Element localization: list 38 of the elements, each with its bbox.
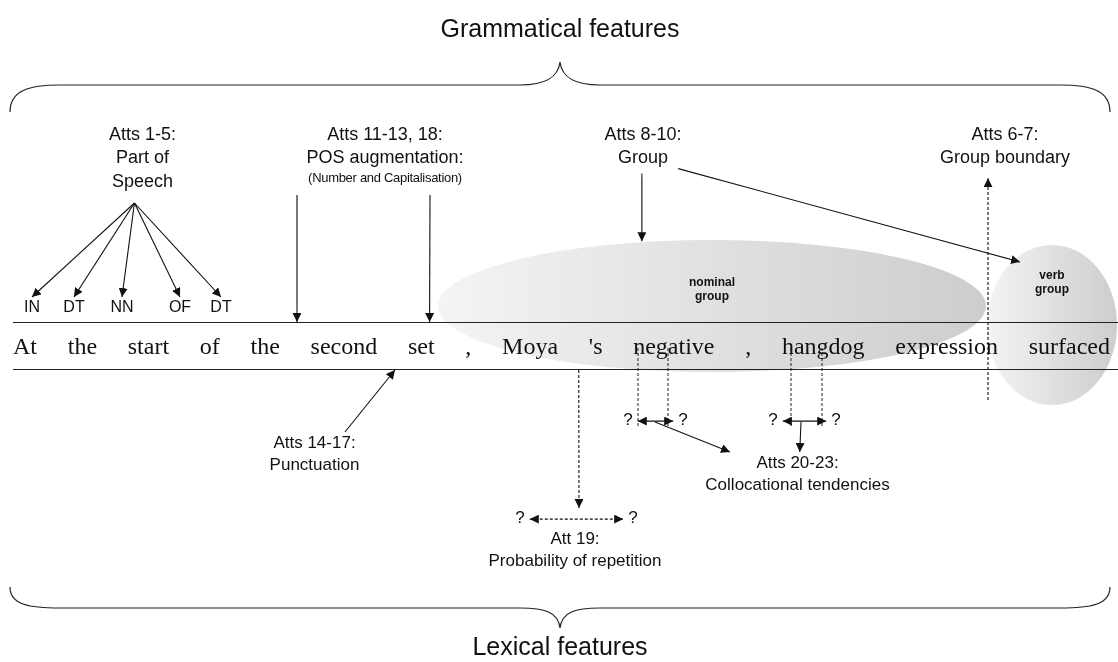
annotation-text: Atts 6-7: Group boundary	[925, 123, 1085, 171]
dashed-arrow	[983, 177, 993, 401]
arrow	[425, 194, 435, 323]
dashed-double-arrow	[529, 514, 624, 524]
arrow	[654, 421, 731, 453]
sentence-band: At the start of the second set , Moya 's negative , hangdog expression surfaced	[13, 322, 1118, 370]
arrow	[133, 202, 222, 298]
annotation-text: OF	[164, 297, 196, 319]
annotation-text: DT	[206, 297, 236, 319]
question-mark: ?	[626, 507, 640, 529]
double-arrow	[782, 416, 827, 426]
annotation-text: Att 19: Probability of repetition	[480, 528, 670, 578]
annotation-text: NN	[106, 297, 138, 319]
arrow	[133, 202, 181, 298]
double-arrow	[637, 416, 674, 426]
question-mark: ?	[829, 409, 843, 431]
arrow	[73, 202, 135, 298]
annotation-text: Atts 1-5: Part of Speech	[85, 123, 200, 203]
arrow	[677, 168, 1021, 264]
annotation-text: Atts 20-23: Collocational tendencies	[685, 452, 910, 502]
heading-text: Grammatical features	[439, 14, 681, 43]
arrow	[118, 202, 135, 298]
question-mark: ?	[676, 409, 690, 431]
annotation-text: Atts 14-17: Punctuation	[262, 432, 367, 482]
question-mark: ?	[621, 409, 635, 431]
arrow	[637, 172, 647, 242]
question-mark: ?	[766, 409, 780, 431]
question-mark: ?	[513, 507, 527, 529]
arrow	[292, 194, 302, 323]
dashed-arrow	[574, 369, 584, 509]
arrow	[31, 202, 135, 298]
arrow	[344, 369, 396, 433]
heading-text: Lexical features	[471, 632, 649, 661]
arrow	[795, 421, 805, 453]
annotation-text: DT	[60, 297, 88, 319]
annotation-text: Atts 8-10: Group	[588, 123, 698, 171]
annotation-text: IN	[20, 297, 44, 319]
annotation-text: Atts 11-13, 18: POS augmentation: (Number and Capitalisation)	[260, 123, 510, 195]
